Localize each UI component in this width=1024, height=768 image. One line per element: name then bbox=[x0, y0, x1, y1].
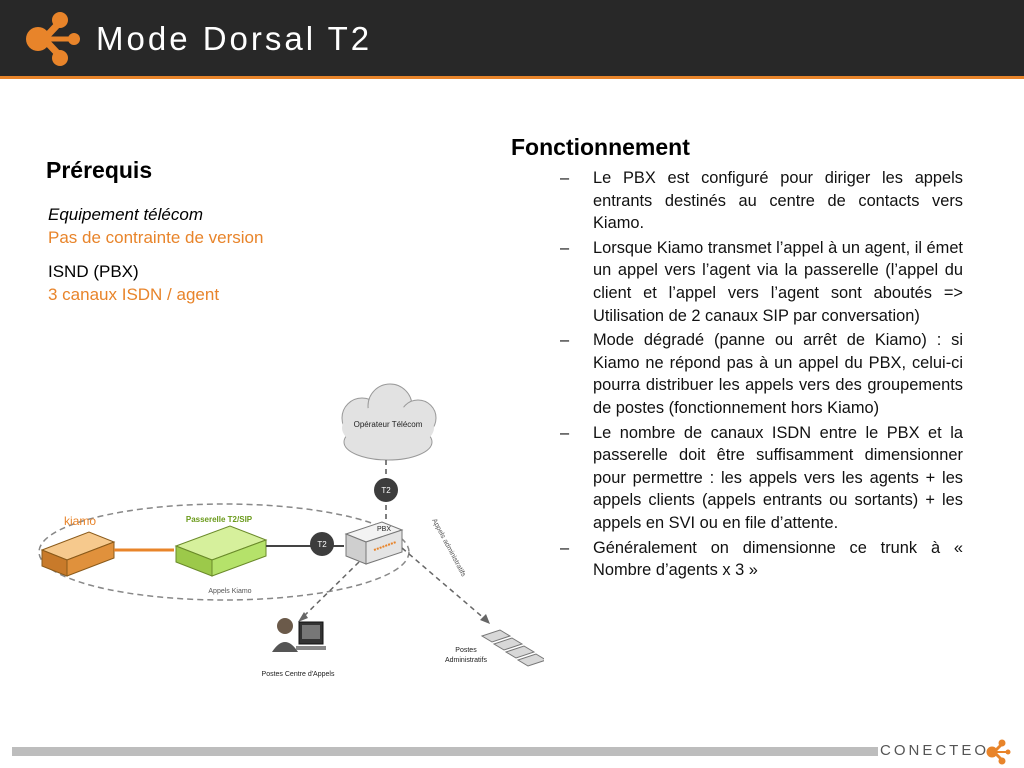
prerequisite-label: Equipement télécom bbox=[48, 205, 203, 224]
prerequisites-heading: Prérequis bbox=[46, 157, 153, 183]
header-divider bbox=[0, 76, 1024, 79]
operation-heading: Fonctionnement bbox=[511, 134, 690, 160]
list-item: –Mode dégradé (panne ou arrêt de Kiamo) … bbox=[560, 331, 963, 417]
pbx-admin-link bbox=[401, 547, 487, 621]
conecteo-logo-icon bbox=[26, 12, 80, 66]
prerequisite-value: Pas de contrainte de version bbox=[48, 228, 264, 247]
conecteo-footer-logo-icon bbox=[986, 739, 1011, 765]
bullet-text: Lorsque Kiamo transmet l’appel à un agen… bbox=[593, 238, 963, 325]
admin-label-line1: Postes bbox=[455, 647, 477, 654]
gateway-label: Passerelle T2/SIP bbox=[186, 515, 253, 524]
cloud-icon bbox=[341, 383, 437, 461]
t2-badge-top bbox=[374, 478, 398, 502]
bullet-text: Le PBX est configuré pour diriger les ap… bbox=[593, 169, 963, 233]
kiamo-label: kiamo bbox=[64, 514, 96, 528]
bullet-text: Généralement on dimensionne ce trunk à «… bbox=[593, 538, 963, 580]
list-item: –Le PBX est configuré pour diriger les a… bbox=[560, 169, 963, 233]
pbx-label: PBX bbox=[377, 526, 391, 533]
list-item: –Généralement on dimensionne ce trunk à … bbox=[560, 538, 963, 580]
agents-label: Postes Centre d'Appels bbox=[262, 671, 335, 678]
pbx-agents-link bbox=[301, 561, 360, 619]
t2-label-mid: T2 bbox=[317, 540, 327, 549]
calls-kiamo-label: Appels Kiamo bbox=[208, 588, 251, 595]
prerequisite-label: ISND (PBX) bbox=[48, 262, 139, 281]
t2-label-top: T2 bbox=[381, 486, 391, 495]
t2-badge-mid bbox=[310, 532, 334, 556]
arrow-agents-icon bbox=[298, 612, 308, 622]
arrow-admin-icon bbox=[480, 614, 490, 624]
slide-title: Mode Dorsal T2 bbox=[96, 20, 373, 57]
network-diagram: Opérateur Télécom T2 kiamo Passerelle T2… bbox=[38, 383, 544, 678]
prerequisite-item: ISND (PBX) 3 canaux ISDN / agent bbox=[48, 260, 219, 306]
footer-brand: CONECTEO bbox=[880, 742, 990, 759]
prerequisite-item: Equipement télécom Pas de contrainte de … bbox=[48, 203, 263, 249]
kiamo-server-icon bbox=[40, 531, 116, 577]
footer-bar bbox=[12, 747, 878, 756]
agent-workstation-icon bbox=[272, 618, 326, 652]
cloud-label: Opérateur Télécom bbox=[354, 420, 423, 429]
pbx-icon bbox=[344, 521, 404, 565]
list-item: –Le nombre de canaux ISDN entre le PBX e… bbox=[560, 423, 963, 532]
admin-phones-icon bbox=[480, 629, 544, 667]
bullet-text: Le nombre de canaux ISDN entre le PBX et… bbox=[593, 423, 963, 532]
slide-header: Mode Dorsal T2 bbox=[0, 0, 1024, 76]
bullet-text: Mode dégradé (panne ou arrêt de Kiamo) :… bbox=[593, 331, 963, 417]
prerequisite-value: 3 canaux ISDN / agent bbox=[48, 285, 220, 304]
operation-list: –Le PBX est configuré pour diriger les a… bbox=[560, 167, 963, 584]
kiamo-zone-outline bbox=[38, 503, 410, 601]
calls-admin-label: Appels administratifs bbox=[430, 518, 467, 579]
gateway-icon bbox=[174, 525, 268, 577]
admin-label-line2: Administratifs bbox=[445, 657, 488, 664]
list-item: –Lorsque Kiamo transmet l’appel à un age… bbox=[560, 238, 963, 325]
